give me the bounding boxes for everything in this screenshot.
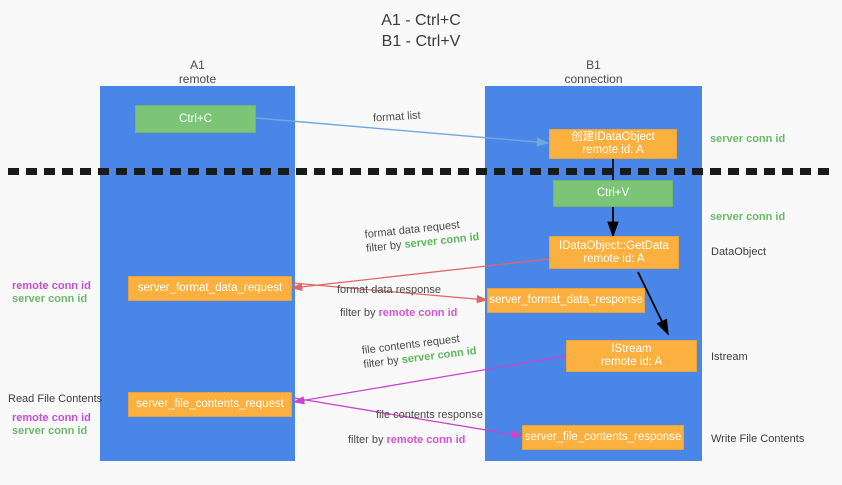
lane-a1-sub: remote	[178, 72, 217, 86]
box-server-file-contents-response[interactable]: server_file_contents_response	[522, 425, 684, 450]
box-server-format-data-response[interactable]: server_format_data_response	[487, 288, 645, 313]
filter-prefix: filter by	[348, 434, 387, 446]
annotation-dataobject: DataObject	[711, 246, 767, 258]
annotation-write-file-contents: Write File Contents	[711, 433, 805, 445]
phase-divider	[8, 168, 834, 175]
lane-a1-name: A1	[190, 58, 205, 72]
edge-label-format-data-response-text: format data response	[337, 284, 441, 296]
box-idataobject-getdata-line2: remote id: A	[583, 252, 645, 265]
edge-label-format-data-response: format data response filter by remote co…	[337, 283, 457, 320]
lane-header-b1: B1 connection	[485, 58, 702, 86]
edge-label-format-list-text: format list	[372, 109, 422, 125]
edge-label-file-contents-response-filter: filter by remote conn id	[348, 433, 483, 447]
box-server-format-data-response-label: server_format_data_response	[489, 294, 643, 306]
box-istream[interactable]: IStream remote id: A	[566, 340, 697, 372]
filter-prefix: filter by	[340, 307, 379, 319]
filter-prefix: filter by	[365, 238, 406, 255]
box-create-idataobject[interactable]: 创建IDataObject remote id: A	[549, 129, 677, 159]
box-create-idataobject-line2: remote id: A	[582, 144, 644, 156]
box-idataobject-getdata-line1: IDataObject::GetData	[559, 239, 669, 252]
annotation-remote-conn-id-2: remote conn id	[12, 412, 91, 424]
box-ctrl-c[interactable]: Ctrl+C	[135, 105, 256, 133]
box-ctrl-c-label: Ctrl+C	[179, 112, 212, 125]
annotation-server-conn-id-2: server conn id	[12, 425, 88, 437]
box-server-format-data-request[interactable]: server_format_data_request	[128, 276, 292, 301]
filter-key-remote-conn-id: remote conn id	[386, 434, 466, 446]
box-server-file-contents-request[interactable]: server_file_contents_request	[128, 392, 292, 417]
edge-label-format-data-response-filter: filter by remote conn id	[340, 306, 457, 320]
annotation-istream: Istream	[711, 351, 748, 363]
filter-key-remote-conn-id: remote conn id	[378, 307, 458, 319]
lane-b1-name: B1	[586, 58, 601, 72]
box-server-file-contents-response-label: server_file_contents_response	[524, 431, 682, 443]
annotation-server-conn-id-1: server conn id	[12, 293, 88, 305]
box-istream-line2: remote id: A	[600, 356, 663, 368]
title-line-2: B1 - Ctrl+V	[381, 33, 461, 50]
box-create-idataobject-line1: 创建IDataObject	[571, 131, 655, 143]
title-line-1: A1 - Ctrl+C	[381, 12, 461, 29]
box-istream-line1: IStream	[611, 343, 652, 355]
filter-prefix: filter by	[362, 354, 403, 371]
annotation-remote-conn-id-1: remote conn id	[12, 280, 91, 292]
annotation-server-conn-id-mid: server conn id	[710, 211, 786, 223]
page-title: A1 - Ctrl+C B1 - Ctrl+V	[0, 10, 842, 52]
box-server-format-data-request-label: server_format_data_request	[137, 282, 283, 294]
box-idataobject-getdata[interactable]: IDataObject::GetData remote id: A	[549, 236, 679, 269]
lane-b1-sub: connection	[564, 72, 623, 86]
annotation-read-file-contents: Read File Contents	[8, 393, 103, 405]
edge-label-file-contents-response: file contents response filter by remote …	[348, 408, 484, 447]
annotation-server-conn-id-top: server conn id	[710, 133, 786, 145]
box-ctrl-v-label: Ctrl+V	[596, 187, 630, 199]
box-server-file-contents-request-label: server_file_contents_request	[136, 398, 284, 410]
lane-header-a1: A1 remote	[100, 58, 295, 86]
edge-label-format-list: format list	[373, 109, 421, 126]
edge-label-file-contents-response-text: file contents response	[376, 409, 484, 421]
edge-label-format-data-request: format data request filter by server con…	[364, 216, 480, 256]
edge-label-file-contents-request: file contents request filter by server c…	[361, 330, 477, 372]
box-ctrl-v[interactable]: Ctrl+V	[553, 180, 673, 207]
